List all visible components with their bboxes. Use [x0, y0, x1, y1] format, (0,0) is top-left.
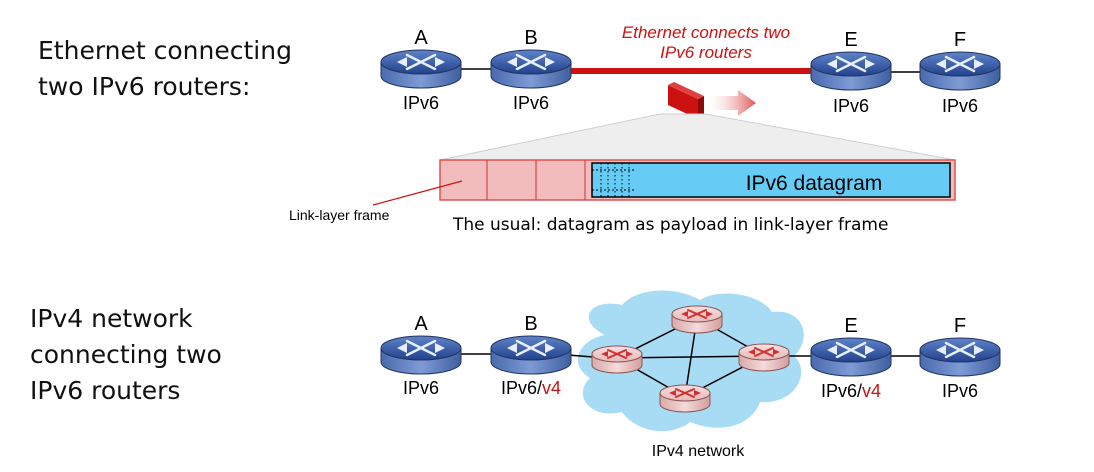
router-a-protocol: IPv6	[403, 93, 439, 113]
ipv4-router-2-icon	[671, 305, 723, 334]
router-b-bottom-protocol: IPv6/v4	[501, 378, 561, 398]
router-e-bottom-name: E	[844, 315, 857, 337]
router-b-bottom-icon	[489, 334, 573, 376]
section1-heading: Ethernet connecting two IPv6 routers:	[38, 33, 292, 105]
router-b-protocol: IPv6	[513, 93, 549, 113]
router-a-name: A	[414, 27, 428, 49]
router-b-icon	[489, 48, 573, 90]
section2-heading-line1: IPv4 network	[30, 304, 193, 333]
router-f-icon	[918, 50, 1002, 92]
router-b-bottom-name: B	[524, 313, 537, 335]
router-e-protocol: IPv6	[833, 96, 869, 116]
router-e-name: E	[844, 29, 857, 51]
datagram-label: IPv6 datagram	[746, 172, 883, 195]
ethernet-label-line1: Ethernet connects two	[622, 23, 790, 42]
router-e-bottom-icon	[809, 336, 893, 378]
link-b-ipv4	[567, 354, 594, 358]
frame-label: Link-layer frame	[289, 207, 390, 223]
ipv4-router-4-icon	[659, 384, 711, 413]
ethernet-label-line2: IPv6 routers	[660, 43, 752, 62]
section2-heading-line3: IPv6 routers	[30, 376, 181, 405]
zoom-projection	[439, 113, 956, 161]
router-f-protocol: IPv6	[942, 96, 978, 116]
router-e-bottom-protocol: IPv6/v4	[821, 381, 881, 401]
motion-arrow-icon	[708, 90, 756, 116]
router-a-icon	[379, 48, 463, 90]
router-a-bottom-icon	[379, 334, 463, 376]
router-f-bottom-name: F	[954, 315, 966, 337]
section2-heading: IPv4 network connecting two IPv6 routers	[30, 301, 222, 409]
ipv4-network-label: IPv4 network	[652, 443, 745, 460]
router-a-bottom-protocol: IPv6	[403, 378, 439, 398]
router-f-bottom-icon	[918, 336, 1002, 378]
ipv4-router-1-icon	[591, 345, 643, 374]
ipv4-router-3-icon	[738, 343, 790, 372]
router-f-name: F	[954, 29, 966, 51]
frame-pointer-line	[372, 180, 463, 206]
router-b-name: B	[524, 27, 537, 49]
section1-heading-line2: two IPv6 routers:	[38, 72, 251, 101]
router-e-icon	[809, 50, 893, 92]
section2-heading-line2: connecting two	[30, 340, 222, 369]
router-f-bottom-protocol: IPv6	[942, 381, 978, 401]
section1-heading-line1: Ethernet connecting	[38, 36, 292, 65]
frame-caption: The usual: datagram as payload in link-l…	[452, 215, 888, 235]
router-a-bottom-name: A	[414, 313, 428, 335]
ipv6-datagram-box	[591, 162, 951, 198]
packet-icon	[668, 82, 704, 119]
